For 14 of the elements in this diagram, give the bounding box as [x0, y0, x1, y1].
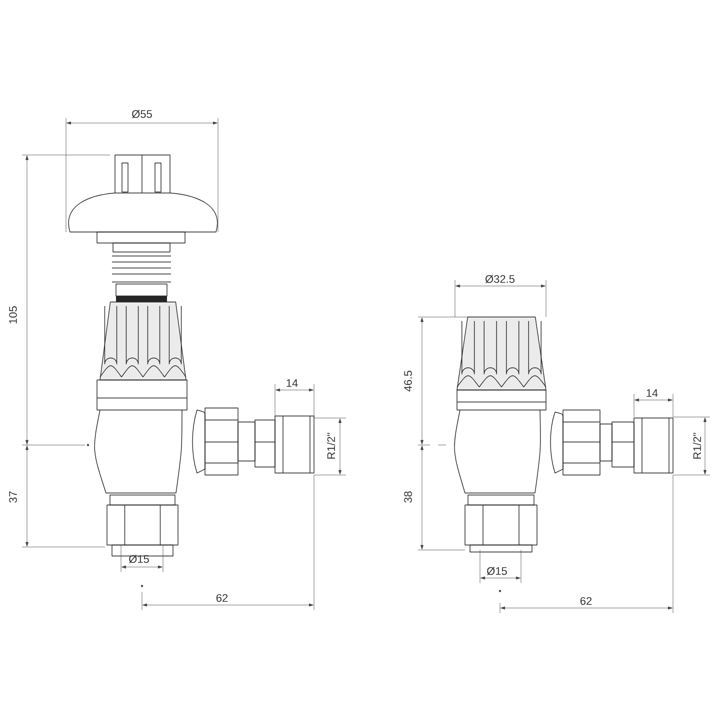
dimension-label: 37 [9, 491, 17, 503]
dimension-label: Ø15 [128, 554, 149, 564]
dimension-label: 105 [9, 306, 17, 324]
dimension-label: R1/2" [692, 432, 702, 459]
dimension-label: 46.5 [404, 370, 412, 392]
dimension-label: 62 [216, 594, 228, 602]
dimension-label: Ø55 [132, 110, 152, 118]
dimension-label: Ø32.5 [485, 274, 514, 284]
dimension-label: R1/2" [326, 432, 336, 459]
dimension-label: 62 [580, 597, 592, 605]
dimension-label: 38 [404, 491, 412, 503]
dimension-label: 14 [646, 389, 658, 397]
dimension-label: Ø15 [486, 566, 507, 576]
dimension-label: 14 [286, 379, 298, 387]
